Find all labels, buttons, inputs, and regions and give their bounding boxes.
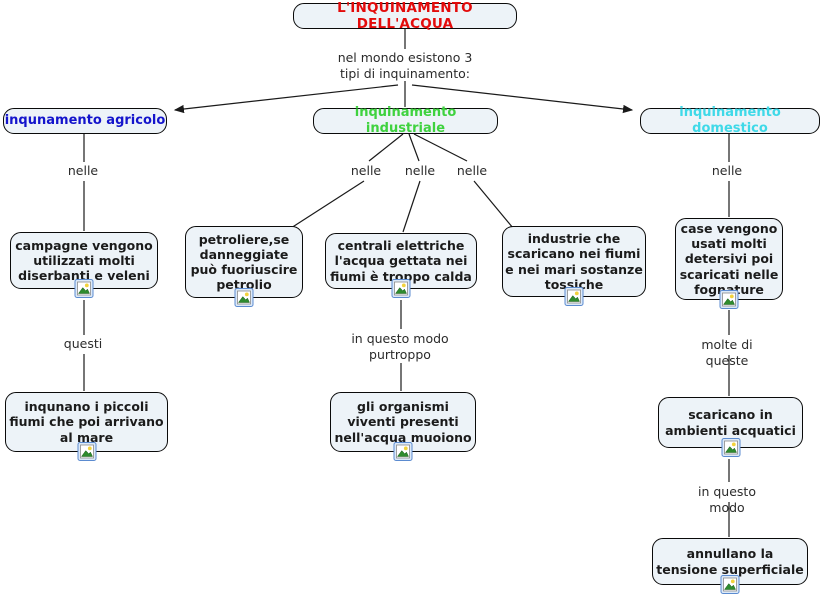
image-icon[interactable] — [719, 290, 739, 309]
connector-label-molte-di-queste: molte di queste — [701, 337, 753, 368]
root-title-label: L'INQUINAMENTO DELL'ACQUA — [337, 0, 473, 32]
concept-inquinamento-agricolo[interactable]: inqunamento agricolo — [3, 108, 167, 134]
connector-label-questi: questi — [63, 336, 103, 351]
connector-label-nelle-industriale-1: nelle — [350, 163, 382, 178]
image-icon[interactable] — [234, 288, 254, 307]
image-icon[interactable] — [721, 438, 740, 457]
concept-label: case vengono usati molti detersivi poi s… — [679, 220, 779, 297]
concept-root-title[interactable]: L'INQUINAMENTO DELL'ACQUA — [293, 0, 517, 32]
concept-campagne[interactable]: campagne vengono utilizzati molti diserb… — [10, 232, 158, 298]
concept-centrali[interactable]: centrali elettriche l'acqua gettata nei … — [325, 233, 477, 298]
image-icon[interactable] — [564, 287, 584, 306]
concept-label: annullano la tensione superficiale — [656, 546, 804, 577]
concept-label: centrali elettriche l'acqua gettata nei … — [330, 238, 472, 284]
concept-petroliere[interactable]: petroliere,se danneggiate può fuoriuscir… — [185, 226, 303, 307]
image-icon[interactable] — [74, 279, 94, 298]
concept-industrie[interactable]: industrie che scaricano nei fiumi e nei … — [502, 226, 646, 306]
concept-inquinamento-industriale[interactable]: inquinamento industriale — [313, 105, 498, 136]
concept-label: campagne vengono utilizzati molti diserb… — [15, 237, 153, 284]
branch-label: inquinamento domestico — [679, 105, 781, 136]
concept-organismi[interactable]: gli organismi viventi presenti nell'acqu… — [330, 392, 476, 461]
concept-label: industrie che scaricano nei fiumi e nei … — [505, 231, 643, 292]
concept-inqunano[interactable]: inqunano i piccoli fiumi che poi arrivan… — [5, 392, 168, 461]
concept-scaricano[interactable]: scaricano in ambienti acquatici — [658, 397, 803, 457]
concept-case[interactable]: case vengono usati molti detersivi poi s… — [675, 218, 783, 309]
concept-label: petroliere,se danneggiate può fuoriuscir… — [190, 231, 298, 293]
connector-label-nelle-agricolo: nelle — [67, 163, 99, 178]
connector-label-nelle-domestico: nelle — [711, 163, 743, 178]
connector-label-nelle-industriale-3: nelle — [456, 163, 488, 178]
concept-label: inqunano i piccoli fiumi che poi arrivan… — [9, 399, 164, 445]
concept-label: gli organismi viventi presenti nell'acqu… — [334, 399, 472, 445]
connector-label-in-questo-modo: in questo modo — [698, 484, 756, 515]
concept-annullano[interactable]: annullano la tensione superficiale — [652, 538, 808, 594]
concept-label: scaricano in ambienti acquatici — [665, 407, 796, 438]
image-icon[interactable] — [393, 442, 413, 461]
connector-label-root: nel mondo esistono 3 tipi di inquinament… — [337, 50, 473, 81]
concept-inquinamento-domestico[interactable]: inquinamento domestico — [640, 105, 820, 136]
connector-label-in-questo-modo-purtroppo: in questo modo purtroppo — [351, 331, 449, 362]
connector-label-nelle-industriale-2: nelle — [404, 163, 436, 178]
image-icon[interactable] — [720, 575, 740, 594]
image-icon[interactable] — [391, 279, 411, 298]
branch-label: inqunamento agricolo — [4, 113, 166, 129]
image-icon[interactable] — [77, 442, 96, 461]
branch-label: inquinamento industriale — [354, 105, 457, 136]
